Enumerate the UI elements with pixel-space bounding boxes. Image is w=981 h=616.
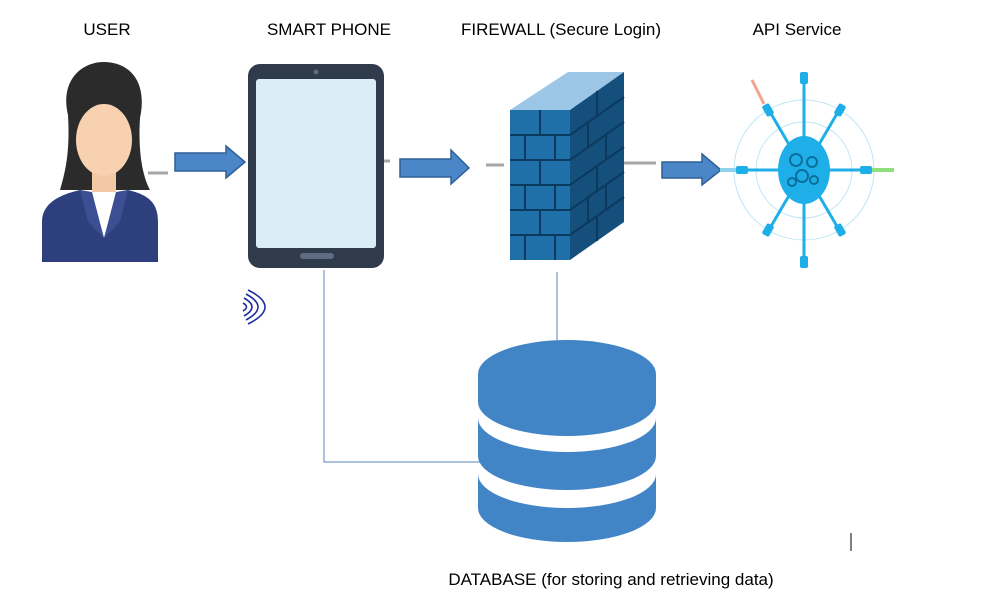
user-label: USER (83, 20, 131, 39)
wireless-signal-icon (242, 289, 266, 325)
smart-phone-label: SMART PHONE (266, 20, 392, 39)
arrow-user-to-phone (174, 144, 247, 180)
database-label: DATABASE (for storing and retrieving dat… (448, 570, 774, 589)
api-service-icon (720, 72, 894, 268)
phone-to-database-line (323, 270, 480, 463)
arrow-phone-to-firewall (399, 148, 471, 186)
database-icon (478, 340, 656, 542)
api-service-label: API Service (752, 20, 842, 39)
smartphone-icon (248, 64, 384, 268)
user-icon (42, 62, 158, 262)
firewall-label: FIREWALL (Secure Login) (461, 20, 661, 39)
firewall-icon (510, 72, 625, 260)
arrow-firewall-to-api (661, 152, 723, 187)
